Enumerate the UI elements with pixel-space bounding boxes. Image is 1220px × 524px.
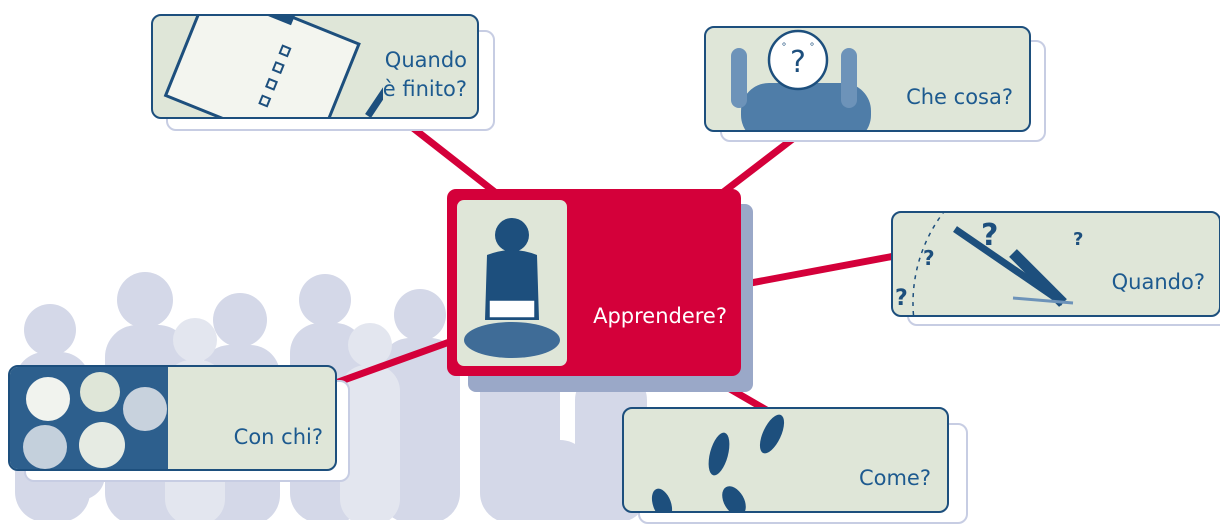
card-label: Quando è finito? [383, 46, 467, 104]
clipboard-checklist-icon [163, 16, 383, 117]
clock-question-marks-icon: ? ? ? ? [895, 213, 1083, 315]
card-label: Quando? [1111, 270, 1205, 294]
svg-text:?: ? [981, 218, 998, 253]
person-reading-photo [457, 200, 567, 366]
person-question-mark-icon: ? ° ° [731, 29, 871, 130]
footprints-icon [651, 414, 785, 511]
card-when[interactable]: ? ? ? ? Quando? [891, 211, 1220, 317]
connector-right [736, 251, 904, 289]
label-line-2: è finito? [382, 77, 467, 101]
card-label: Come? [858, 466, 931, 490]
svg-text:?: ? [895, 286, 908, 311]
person-reading-icon [464, 218, 560, 358]
center-label: Apprendere? [593, 304, 727, 328]
label-line-1: Quando [384, 48, 467, 72]
svg-text:°: ° [810, 42, 815, 53]
svg-text:°: ° [782, 42, 787, 53]
center-card-learning[interactable]: Apprendere? [447, 189, 741, 376]
card-label: Che cosa? [906, 85, 1013, 109]
connector-left [326, 336, 459, 389]
card-label: Con chi? [233, 425, 323, 449]
svg-text:?: ? [790, 45, 806, 80]
card-how[interactable]: Come? [622, 407, 949, 513]
svg-text:?: ? [923, 246, 935, 270]
card-what[interactable]: ? ° ° Che cosa? [704, 26, 1031, 132]
card-when-finished[interactable]: Quando è finito? [151, 14, 479, 119]
svg-text:?: ? [1073, 229, 1083, 250]
card-with-whom[interactable]: Con chi? [8, 365, 337, 471]
group-faces-photo [10, 367, 168, 469]
